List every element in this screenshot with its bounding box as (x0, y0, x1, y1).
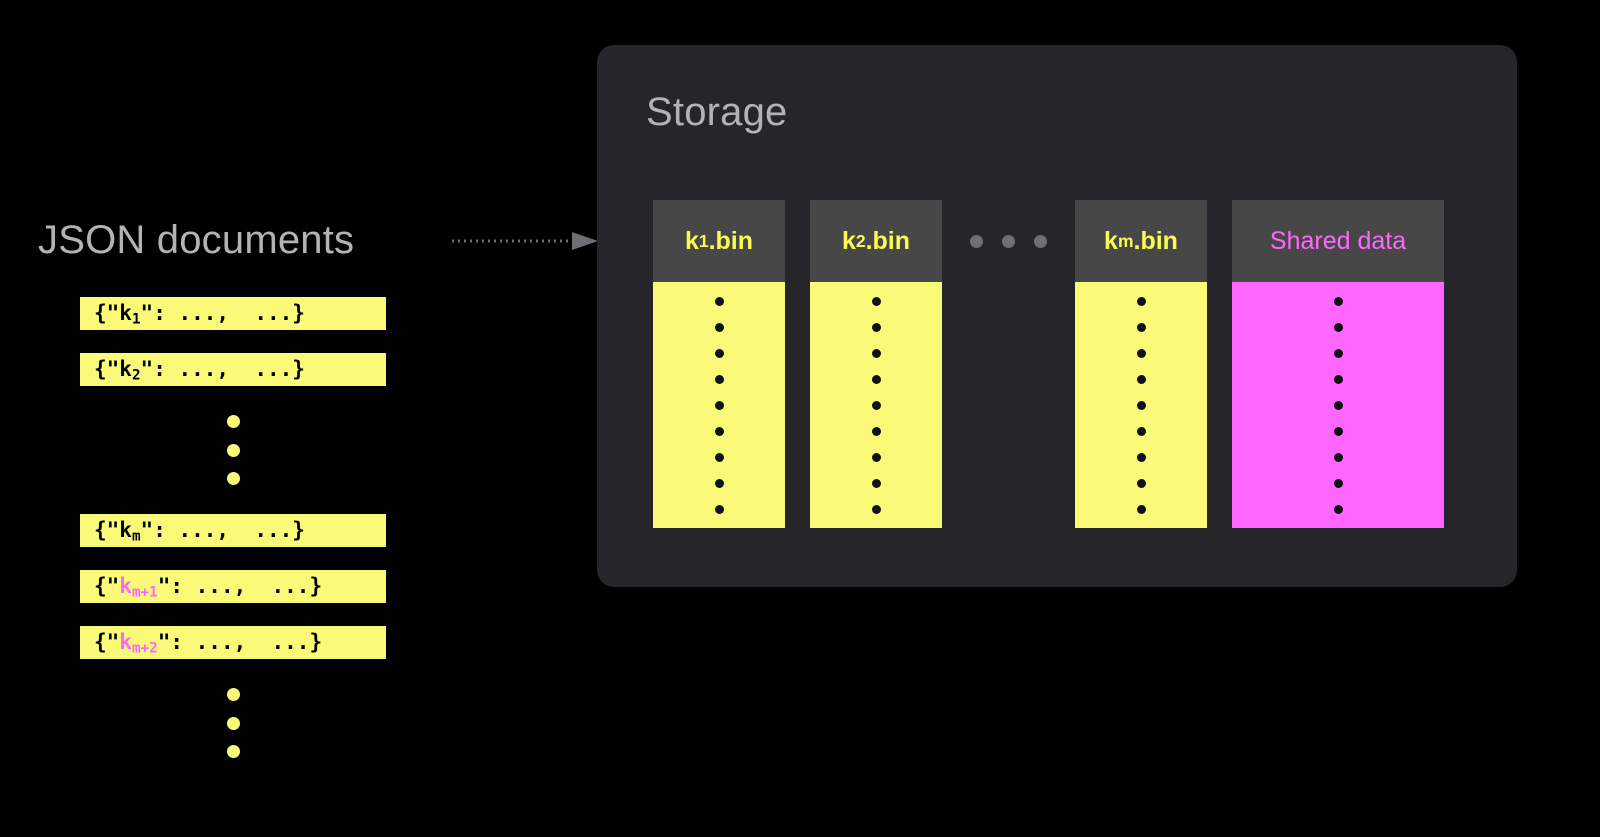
json-documents-label: JSON documents (38, 218, 355, 262)
bin-body (1232, 282, 1444, 528)
json-document-row: {"k2": ..., ...} (80, 353, 386, 386)
bin-record-dot (871, 374, 881, 384)
bin-body (810, 282, 942, 528)
bin-record-dot (714, 426, 724, 436)
ellipsis-dot (226, 688, 240, 701)
document-key: km (119, 518, 141, 545)
json-document-code: {"km+2": ..., ...} (94, 630, 323, 657)
bin-record-dot (1136, 504, 1146, 514)
bins-horizontal-ellipsis (967, 200, 1050, 282)
ellipsis-dot (226, 472, 240, 485)
bin-record-dot (714, 322, 724, 332)
bin-record-dot (1333, 452, 1343, 462)
document-key: k2 (119, 357, 141, 384)
bin-record-dot (1136, 348, 1146, 358)
json-document-row: {"k1": ..., ...} (80, 297, 386, 330)
storage-title: Storage (646, 90, 788, 134)
bin-record-dot (871, 452, 881, 462)
bin-record-dot (714, 478, 724, 488)
document-key: km+2 (119, 630, 158, 657)
bin-record-dot (871, 296, 881, 306)
bin-record-dot (1333, 348, 1343, 358)
flow-arrow (452, 228, 600, 254)
bin-record-dot (871, 478, 881, 488)
ellipsis-dot (226, 415, 240, 428)
bin-record-dot (1136, 426, 1146, 436)
bin-record-dot (871, 504, 881, 514)
bin-record-dot (714, 400, 724, 410)
json-documents-list: {"k1": ..., ...} {"k2": ..., ...} {"km": .… (80, 297, 388, 787)
ellipsis-dot (1002, 234, 1015, 248)
bin-body (1075, 282, 1207, 528)
documents-vertical-ellipsis (80, 409, 386, 491)
bin-record-dot (1136, 478, 1146, 488)
bin-record-dot (1333, 478, 1343, 488)
bin-record-dot (714, 296, 724, 306)
ellipsis-dot (970, 234, 983, 248)
bin-record-dot (871, 426, 881, 436)
bin-record-dot (1333, 504, 1343, 514)
document-key: k1 (119, 301, 141, 328)
document-key: km+1 (119, 574, 158, 601)
bin-record-dot (1333, 400, 1343, 410)
bin-record-dot (714, 348, 724, 358)
documents-vertical-ellipsis (80, 682, 386, 764)
bin-record-dot (871, 348, 881, 358)
storage-bin-shared[interactable]: Shared data (1232, 200, 1444, 528)
json-document-code: {"km+1": ..., ...} (94, 574, 323, 601)
json-document-code: {"k2": ..., ...} (94, 357, 305, 384)
bin-record-dot (1136, 452, 1146, 462)
json-document-code: {"k1": ..., ...} (94, 301, 305, 328)
bin-record-dot (714, 374, 724, 384)
bin-header-label: Shared data (1232, 200, 1444, 282)
bin-record-dot (1136, 400, 1146, 410)
bin-record-dot (1333, 322, 1343, 332)
bin-record-dot (1136, 296, 1146, 306)
ellipsis-dot (226, 745, 240, 758)
bin-record-dot (871, 400, 881, 410)
bin-record-dot (871, 322, 881, 332)
bin-record-dot (1333, 296, 1343, 306)
bin-record-dot (714, 452, 724, 462)
json-document-row: {"km": ..., ...} (80, 514, 386, 547)
arrow-head-icon (572, 232, 598, 250)
json-document-row: {"km+1": ..., ...} (80, 570, 386, 603)
ellipsis-dot (1034, 234, 1047, 248)
bin-record-dot (1136, 322, 1146, 332)
bin-record-dot (1333, 426, 1343, 436)
json-document-code: {"km": ..., ...} (94, 518, 305, 545)
bin-record-dot (1333, 374, 1343, 384)
json-document-row: {"km+2": ..., ...} (80, 626, 386, 659)
bin-record-dot (714, 504, 724, 514)
bin-record-dot (1136, 374, 1146, 384)
ellipsis-dot (226, 716, 240, 730)
ellipsis-dot (226, 443, 240, 457)
bin-body (653, 282, 785, 528)
